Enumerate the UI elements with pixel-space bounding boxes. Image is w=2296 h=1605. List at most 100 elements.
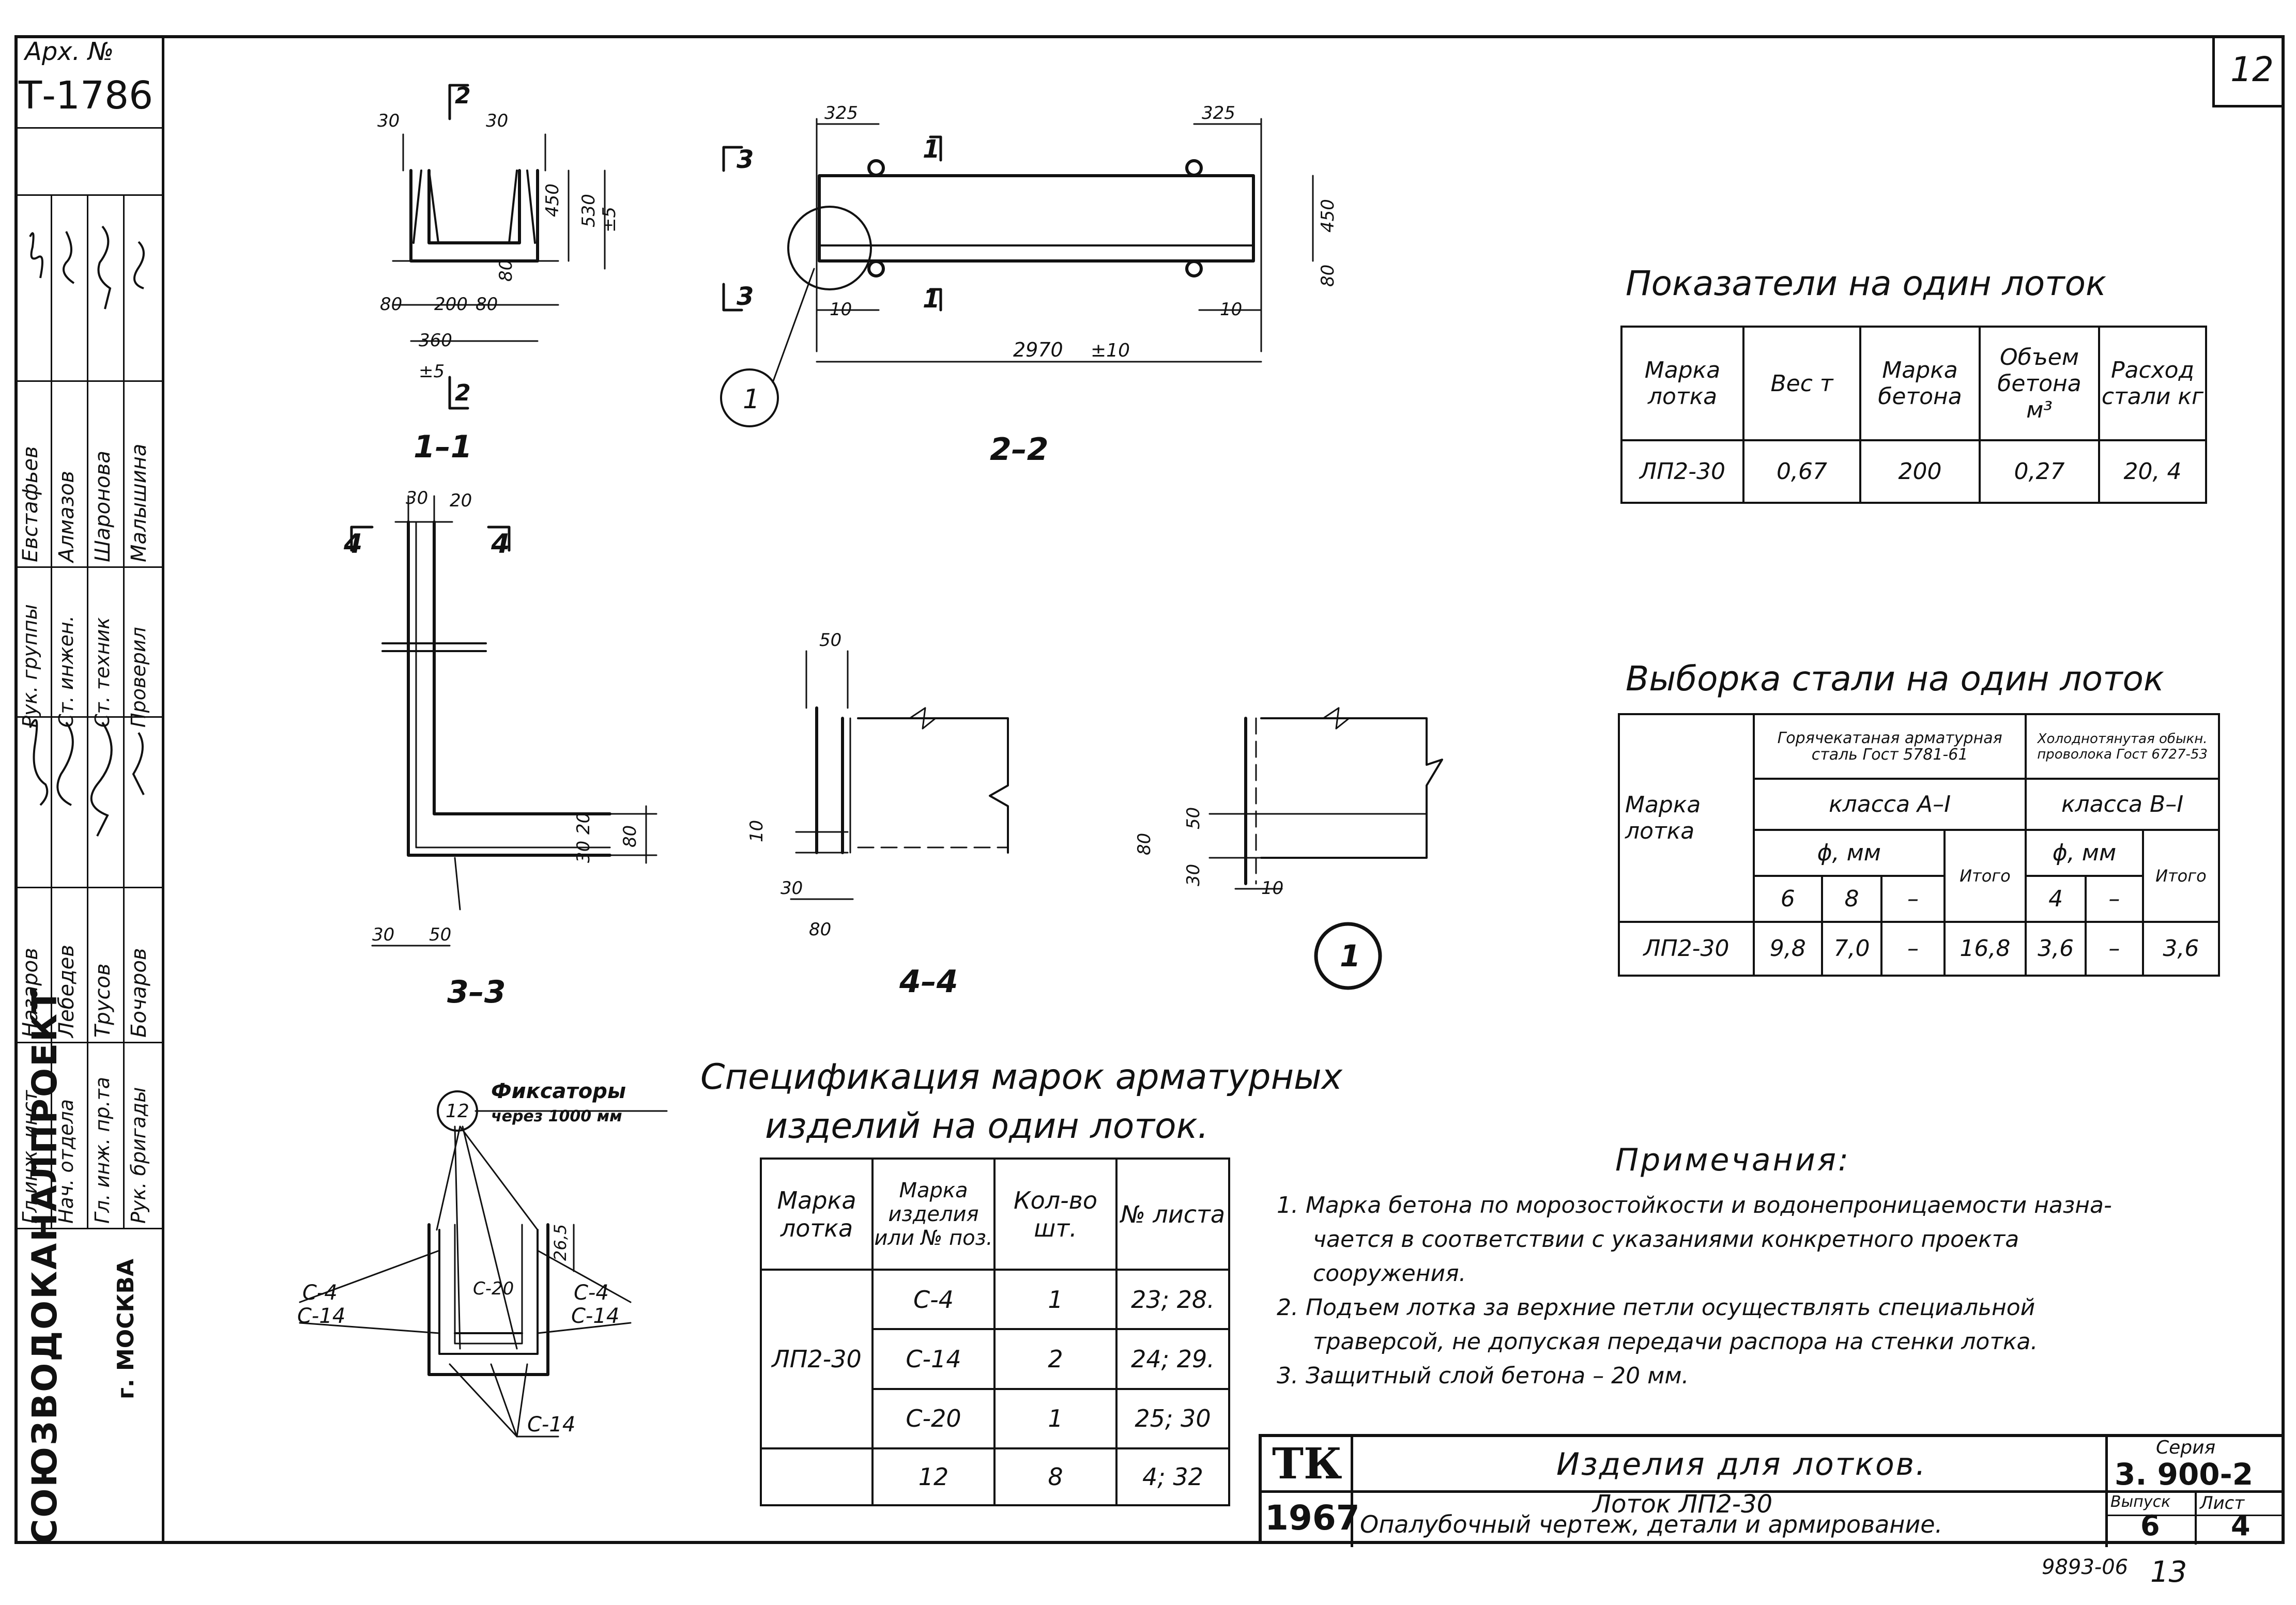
s22-cut-3b: 3 [737,282,754,311]
s22-dim-80: 80 [1318,265,1338,287]
notes-body: 1. Марка бетона по морозостойкости и вод… [1277,1189,2259,1393]
tb-sheet: 4 [2231,1509,2251,1542]
tb-issue-label: Выпуск [2110,1493,2171,1511]
ind-weight: 0,67 [1742,439,1861,504]
fix-dim-265: 26,5 [550,1224,570,1261]
tb-sheet-label: Лист [2200,1493,2245,1514]
fix-c4-left: С-4 [302,1281,338,1305]
d1-callout: 1 [1340,938,1360,974]
s44-dim-80: 80 [809,919,831,940]
ind-h-weight: Вес т [1742,326,1861,441]
stamp-col-lines [14,194,162,1229]
tb-tk: ТК [1272,1439,1342,1489]
spec-r4-sheet: 4; 32 [1115,1447,1230,1507]
tb-subtitle-1: Лоток ЛП2-30 [1593,1490,1773,1519]
spec-r2-item: С-14 [871,1328,996,1390]
tb-issue: 6 [2140,1509,2160,1542]
title-block: ТК 1967 Изделия для лотков. Лоток ЛП2-30… [1259,1434,2285,1547]
d1-dim-10: 10 [1261,878,1283,899]
d1-dim-80: 80 [1134,833,1155,855]
arch-cell: Арх. № Т-1786 [14,35,162,129]
s33-dim-50: 50 [429,924,451,945]
drawing-frame [14,35,2285,1544]
steel-h-total-a: Итого [1943,829,2027,923]
section-4-4 [790,650,1009,900]
steel-h-hot: Горячекатаная арматурная сталь Гост 5781… [1753,713,2027,780]
s11-dim-80b: 80 [476,294,498,315]
steel-h-mark: Марка лотка [1617,713,1755,923]
footer-code: 9893-06 [2042,1555,2129,1579]
indicators-table: Марка лотка Вес т Марка бетона Объем бет… [1620,326,2207,504]
s22-dim-325a: 325 [824,103,858,124]
sheet-number-box: 12 [2212,35,2285,107]
spec-r1-qty: 1 [993,1269,1118,1331]
s11-dim-80c: 80 [496,259,516,282]
s44-dim-50: 50 [819,630,841,651]
ind-h-mark: Марка лотка [1620,326,1744,441]
s11-cut-top: 2 [455,83,471,109]
s33-cut-4a: 4 [343,529,362,560]
steel-table: Марка лотка Горячекатаная арматурная ста… [1617,713,2221,977]
ind-volume: 0,27 [1979,439,2100,504]
steel-v-2: 7,0 [1820,920,1883,977]
s33-cut-4b: 4 [491,529,510,560]
note-line-3: сооружения. [1313,1260,1466,1287]
sheet-number: 12 [2230,50,2274,89]
s22-cut-1b: 1 [923,285,940,314]
d1-dim-30: 30 [1183,864,1204,886]
steel-h-class-a: класса А–I [1753,778,2027,831]
spec-r3-sheet: 25; 30 [1115,1387,1230,1449]
steel-d-5: – [2085,874,2144,923]
s33-dim-80: 80 [620,825,640,847]
fix-subtitle: через 1000 мм [491,1107,622,1125]
ind-h-concrete: Марка бетона [1859,326,1981,441]
spec-r1-sheet: 23; 28. [1115,1269,1230,1331]
fix-title: Фиксаторы [491,1079,626,1103]
spec-r3-item: С-20 [871,1387,996,1449]
steel-d-3: – [1880,874,1946,923]
fix-c14-right: С-14 [571,1304,619,1328]
steel-title: Выборка стали на один лоток [1626,659,2164,699]
spec-h-mark: Марка лотка [760,1157,874,1271]
s11-dim-tol: ±5 [599,207,620,233]
s22-dim-2970: 2970 [1013,338,1063,361]
s33-dim-30b: 30 [372,924,394,945]
s33-dim-20b: 20 [573,812,594,835]
s11-cut-bottom: 2 [455,380,471,406]
tb-title: Изделия для лотков. [1556,1446,1927,1483]
steel-h-cold: Холоднотянутая обыкн. проволока Гост 672… [2025,713,2220,780]
s11-dim-200: 200 [434,294,468,315]
spec-r3-qty: 1 [993,1387,1118,1449]
ind-mark: ЛП2-30 [1620,439,1744,504]
s22-callout: 1 [743,384,760,415]
steel-d-1: 6 [1753,874,1823,923]
s11-dim-30a: 30 [377,111,400,131]
s44-dim-10: 10 [746,820,767,842]
spec-r4-empty [760,1447,874,1507]
s11-dim-80a: 80 [380,294,402,315]
spec-r4-qty: 8 [993,1447,1118,1507]
indicators-title: Показатели на один лоток [1626,264,2106,303]
s11-dim-450: 450 [542,183,563,217]
spec-h-item: Марка изделия или № поз. [871,1157,996,1271]
tb-subtitle-2: Опалубочный чертеж, детали и армирование… [1360,1510,1943,1538]
spec-r2-sheet: 24; 29. [1115,1328,1230,1390]
steel-h-phi-a: ϕ, мм [1753,829,1946,877]
ind-h-steel: Расход стали кг [2098,326,2207,441]
note-line-2: чается в соответствии с указаниями конкр… [1313,1226,2019,1253]
s22-dim-325b: 325 [1202,103,1235,124]
steel-h-class-b: класса В–I [2025,778,2220,831]
ind-concrete: 200 [1859,439,1981,504]
s22-cut-3a: 3 [737,145,754,174]
fix-c20: С-20 [473,1278,514,1299]
s11-dim-tol2: ±5 [419,361,445,382]
fix-c14-left: С-14 [297,1304,345,1328]
s33-dim-30c: 30 [573,841,594,863]
s22-dim-450: 450 [1318,199,1338,233]
section-2-2 [720,118,1314,427]
spec-h-sheet: № листа [1115,1157,1230,1271]
steel-h-mark-text: Марка лотка [1625,791,1701,844]
ind-steel: 20, 4 [2098,439,2207,504]
arch-value: Т-1786 [19,73,154,118]
